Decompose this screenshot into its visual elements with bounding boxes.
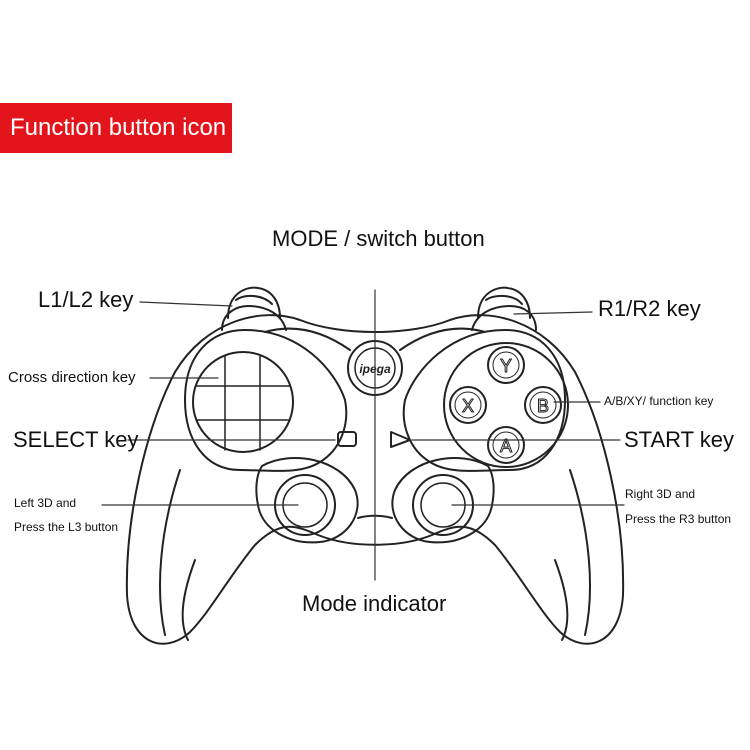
left-grip-line (159, 469, 181, 636)
dpad-region-outline (184, 329, 348, 472)
y-button[interactable]: Y (487, 346, 525, 384)
a-button[interactable]: A (487, 426, 525, 464)
l1l2-key-label: L1/L2 key (38, 287, 134, 312)
select-key-label: SELECT key (13, 427, 139, 452)
mode-switch-label: MODE / switch button (272, 226, 485, 251)
start-key-label: START key (624, 427, 735, 452)
dpad-grid (196, 355, 290, 451)
grip-inner-right (554, 559, 569, 641)
select-key[interactable] (337, 431, 357, 447)
r1r2-callout-line (513, 311, 593, 315)
function-button-icon-banner: Function button icon (0, 103, 232, 153)
right-3d-label-line2: Press the R3 button (625, 512, 732, 526)
x-button-label: X (462, 396, 474, 416)
controller-body (125, 314, 625, 645)
y-button-label: Y (500, 356, 512, 376)
face-buttons-well (443, 342, 569, 468)
left-3d-label-line1: Left 3D and (14, 496, 77, 510)
cross-direction-key[interactable] (192, 351, 294, 453)
l1l2-callout-line (139, 301, 233, 307)
abxy-function-key-label: A/B/XY/ function key (604, 394, 714, 408)
left-stick-well (255, 457, 359, 544)
right-shoulder-buttons (471, 286, 537, 331)
b-button-label: B (537, 396, 549, 416)
left-shoulder-buttons (221, 286, 287, 331)
mode-indicator-label: Mode indicator (302, 591, 447, 616)
left-3d-label-line2: Press the L3 button (14, 520, 119, 534)
x-button[interactable]: X (449, 386, 487, 424)
a-button-label: A (500, 436, 512, 456)
cross-direction-key-label: Cross direction key (8, 369, 136, 386)
b-button[interactable]: B (524, 386, 562, 424)
callout-lines (101, 289, 625, 581)
banner-title: Function button icon (10, 114, 227, 141)
grip-inner-left (181, 559, 196, 641)
right-grip-line (569, 469, 591, 636)
r1r2-key-label: R1/R2 key (598, 296, 701, 321)
right-3d-label-line1: Right 3D and (625, 487, 696, 501)
start-key[interactable] (390, 431, 411, 448)
body-inner-contour (264, 327, 486, 351)
right-stick-well (391, 457, 495, 544)
